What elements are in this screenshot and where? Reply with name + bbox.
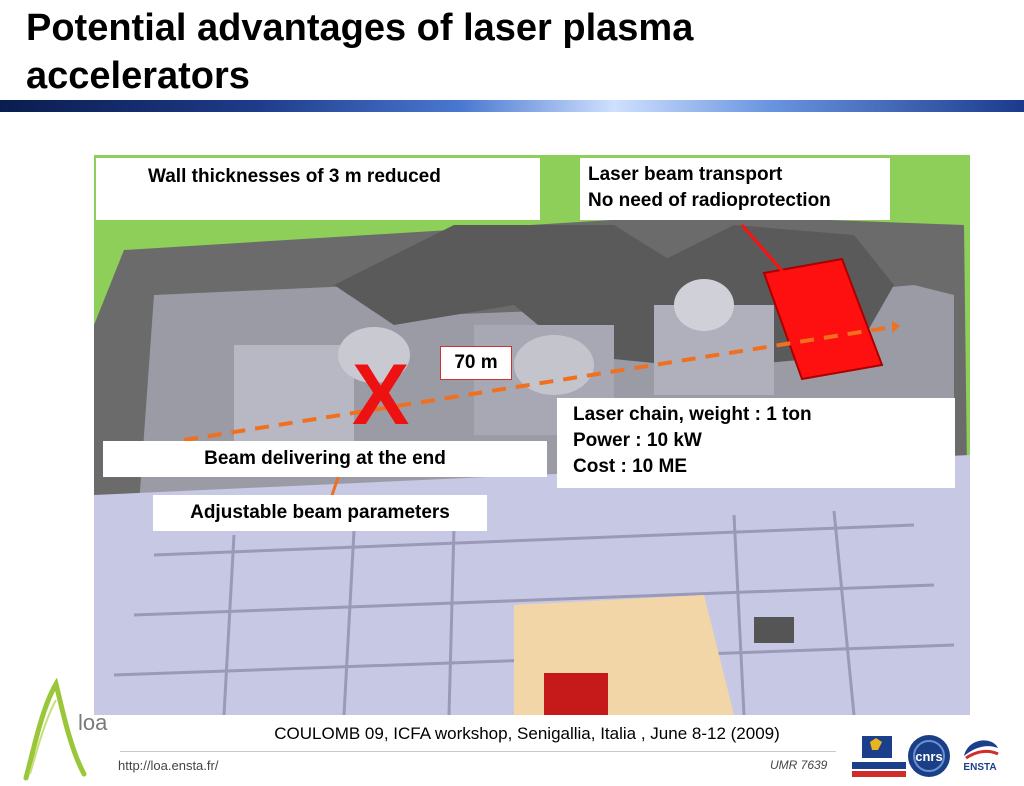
beam-delivery-label: Beam delivering at the end [103,441,547,477]
svg-text:ENSTA: ENSTA [963,762,996,773]
distance-label: 70 m [440,346,512,380]
footer-reference: COULOMB 09, ICFA workshop, Senigallia, I… [274,724,780,743]
svg-text:cnrs: cnrs [915,749,942,764]
footer-url-link[interactable]: http://loa.ensta.fr/ [118,758,219,773]
slide-title: Potential advantages of laser plasma acc… [26,7,694,97]
ensta-logo-icon: ENSTA [963,740,999,773]
laser-chain-line-1: Laser chain, weight : 1 ton [573,404,812,425]
footer-divider [120,751,836,752]
loa-logo-icon [23,678,87,781]
laser-chain-label: Laser chain, weight : 1 ton Power : 10 k… [557,398,955,488]
laser-transport-line-1: Laser beam transport [588,164,783,185]
laser-transport-label: Laser beam transport No need of radiopro… [580,158,890,220]
polytechnique-logo-icon [852,736,906,777]
wall-thickness-label: Wall thicknesses of 3 m reduced [96,158,540,220]
loa-logo-text: loa [78,710,108,735]
laser-chain-line-2: Power : 10 kW [573,430,702,451]
laser-chain-line-3: Cost : 10 ME [573,456,688,477]
footer-umr: UMR 7639 [770,758,828,772]
title-underline-bar [0,100,1024,112]
adjustable-beam-label: Adjustable beam parameters [153,495,487,531]
x-mark: X [352,347,410,443]
cnrs-logo-icon: cnrs [908,735,950,777]
laser-transport-line-2: No need of radioprotection [588,190,831,211]
